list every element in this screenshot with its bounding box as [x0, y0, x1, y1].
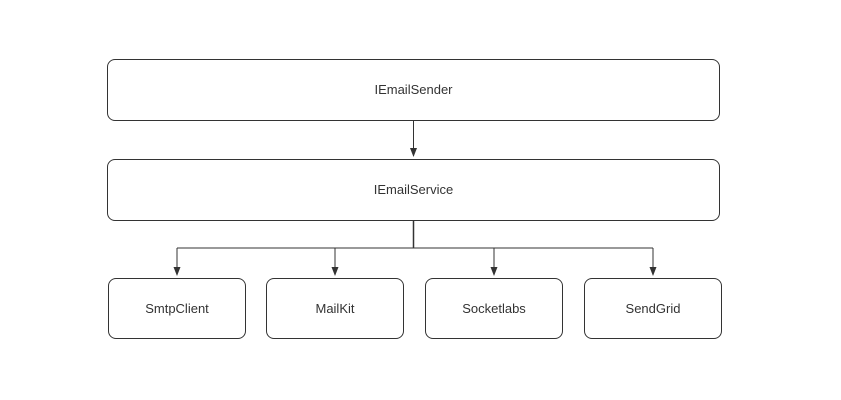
node-iemailservice[interactable]: IEmailService — [107, 159, 720, 221]
node-mailkit[interactable]: MailKit — [266, 278, 404, 339]
node-socketlabs[interactable]: Socketlabs — [425, 278, 563, 339]
node-socketlabs-label: Socketlabs — [462, 300, 526, 316]
node-smtpclient-label: SmtpClient — [145, 300, 209, 316]
node-iemailsender-label: IEmailSender — [374, 82, 453, 98]
node-sendgrid[interactable]: SendGrid — [584, 278, 722, 339]
node-smtpclient[interactable]: SmtpClient — [108, 278, 246, 339]
node-iemailsender[interactable]: IEmailSender — [107, 59, 720, 121]
node-sendgrid-label: SendGrid — [625, 300, 681, 316]
node-iemailservice-label: IEmailService — [373, 182, 454, 198]
node-mailkit-label: MailKit — [315, 300, 355, 316]
